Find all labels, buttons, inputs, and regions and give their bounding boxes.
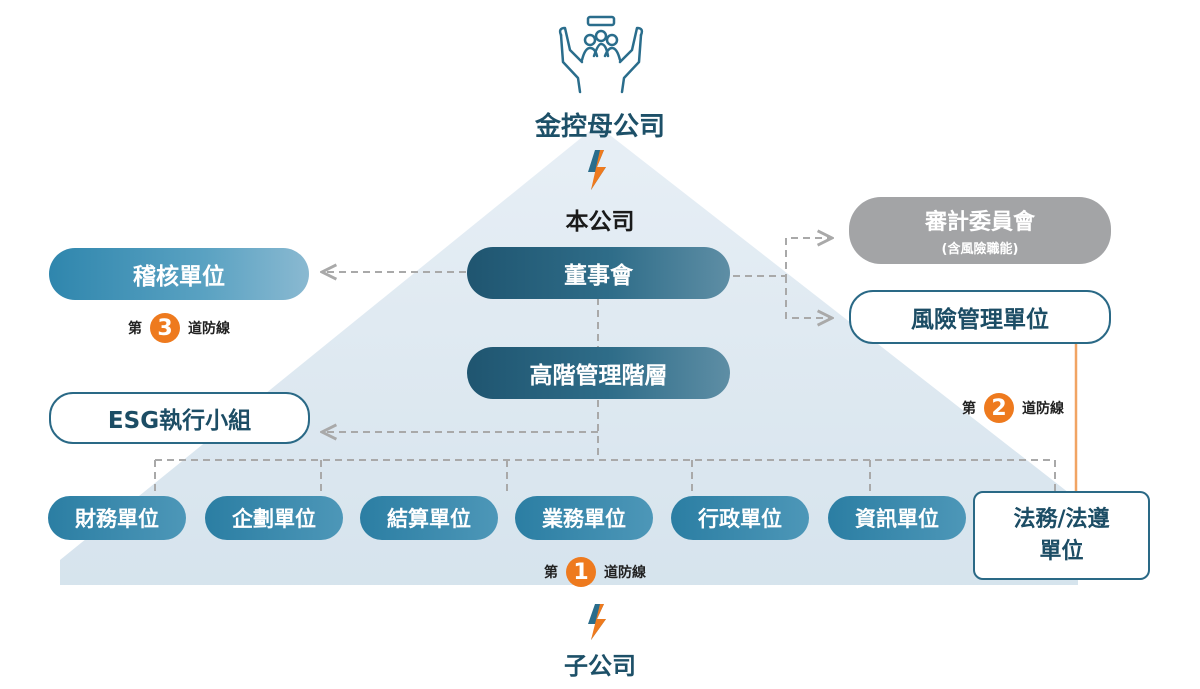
third-line-label: 第 3 道防線 — [128, 313, 230, 343]
unit-it[interactable]: 資訊單位 — [828, 496, 966, 540]
audit-committee-box[interactable]: 審計委員會 (含風險職能) — [849, 197, 1111, 264]
esg-group-box[interactable]: ESG執行小組 — [49, 392, 310, 444]
unit-business[interactable]: 業務單位 — [515, 496, 653, 540]
lightning-icon — [588, 150, 606, 190]
unit-administration[interactable]: 行政單位 — [671, 496, 809, 540]
legal-compliance-box[interactable]: 法務/法遵 單位 — [973, 491, 1150, 580]
bank-label: 本公司 — [565, 209, 635, 235]
parent-company-label: 金控母公司 — [534, 112, 665, 142]
risk-management-box[interactable]: 風險管理單位 — [849, 290, 1111, 344]
line-number-badge: 3 — [150, 313, 180, 343]
lightning-icon — [588, 604, 606, 640]
second-line-label: 第 2 道防線 — [962, 393, 1064, 423]
line-prefix: 第 — [544, 565, 558, 581]
connector-lines — [154, 238, 1056, 494]
board-box[interactable]: 董事會 — [467, 247, 730, 299]
senior-management-box[interactable]: 高階管理階層 — [467, 347, 730, 399]
board-label: 董事會 — [564, 263, 633, 289]
line-number-badge: 2 — [984, 393, 1014, 423]
audit-unit-box[interactable]: 稽核單位 — [49, 248, 309, 300]
unit-settlement[interactable]: 結算單位 — [360, 496, 498, 540]
audit-unit-label: 稽核單位 — [133, 264, 225, 290]
esg-group-label: ESG執行小組 — [107, 408, 252, 434]
unit-finance[interactable]: 財務單位 — [48, 496, 186, 540]
line-number-badge: 1 — [566, 557, 596, 587]
senior-management-label: 高階管理階層 — [529, 363, 668, 389]
audit-committee-note: (含風險職能) — [941, 242, 1019, 257]
unit-label: 財務單位 — [75, 507, 159, 531]
subsidiary-label: 子公司 — [564, 652, 636, 680]
unit-planning[interactable]: 企劃單位 — [205, 496, 343, 540]
line-suffix: 道防線 — [188, 321, 230, 337]
people-in-hands-icon — [558, 15, 644, 94]
line-prefix: 第 — [128, 321, 142, 337]
unit-label: 資訊單位 — [855, 507, 939, 531]
unit-label: 企劃單位 — [232, 507, 316, 531]
legal-compliance-label-line1: 法務/法遵 — [1013, 506, 1110, 532]
line-prefix: 第 — [962, 401, 976, 417]
line-suffix: 道防線 — [604, 565, 646, 581]
line-suffix: 道防線 — [1022, 401, 1064, 417]
risk-management-label: 風險管理單位 — [911, 307, 1049, 333]
unit-label: 行政單位 — [698, 507, 782, 531]
legal-compliance-label-line2: 單位 — [1039, 538, 1084, 564]
unit-label: 業務單位 — [542, 507, 626, 531]
audit-committee-label: 審計委員會 — [924, 210, 1035, 235]
first-line-label: 第 1 道防線 — [544, 557, 646, 587]
unit-label: 結算單位 — [387, 507, 471, 531]
